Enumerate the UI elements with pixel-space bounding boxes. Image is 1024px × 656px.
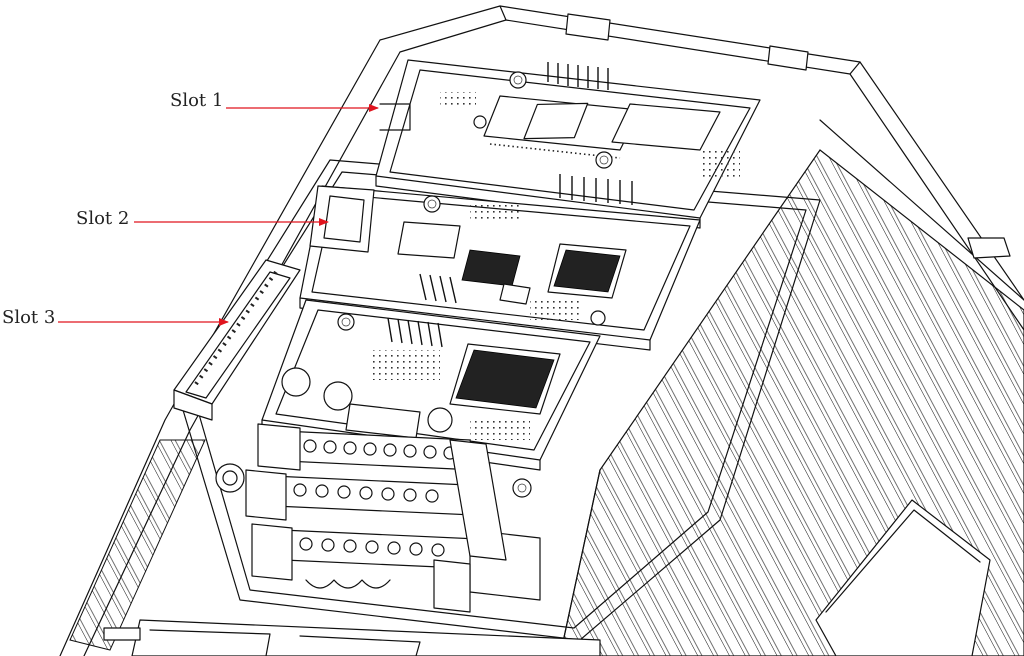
terminal-blocks [215,423,541,613]
slot-1-board [375,59,761,229]
front-lip [103,619,601,656]
left-side-fins [69,439,206,651]
terminal-row-3 [299,537,445,557]
inner-tray [179,159,821,641]
slot-2-board [299,185,701,351]
callout-arrows [58,104,379,326]
terminal-row-2 [293,483,439,503]
slot-3-pins [387,317,443,348]
heatsink-fins [559,149,1024,656]
slot-1-bottom-pins [559,174,633,205]
slot-1-top-pins [547,62,609,90]
left-terminal-strip [173,259,301,421]
slot-3-label: Slot 3 [2,307,56,328]
slot-2-pins [419,273,457,304]
slot-1-label: Slot 1 [170,90,224,111]
slot-2-label: Slot 2 [76,208,130,229]
